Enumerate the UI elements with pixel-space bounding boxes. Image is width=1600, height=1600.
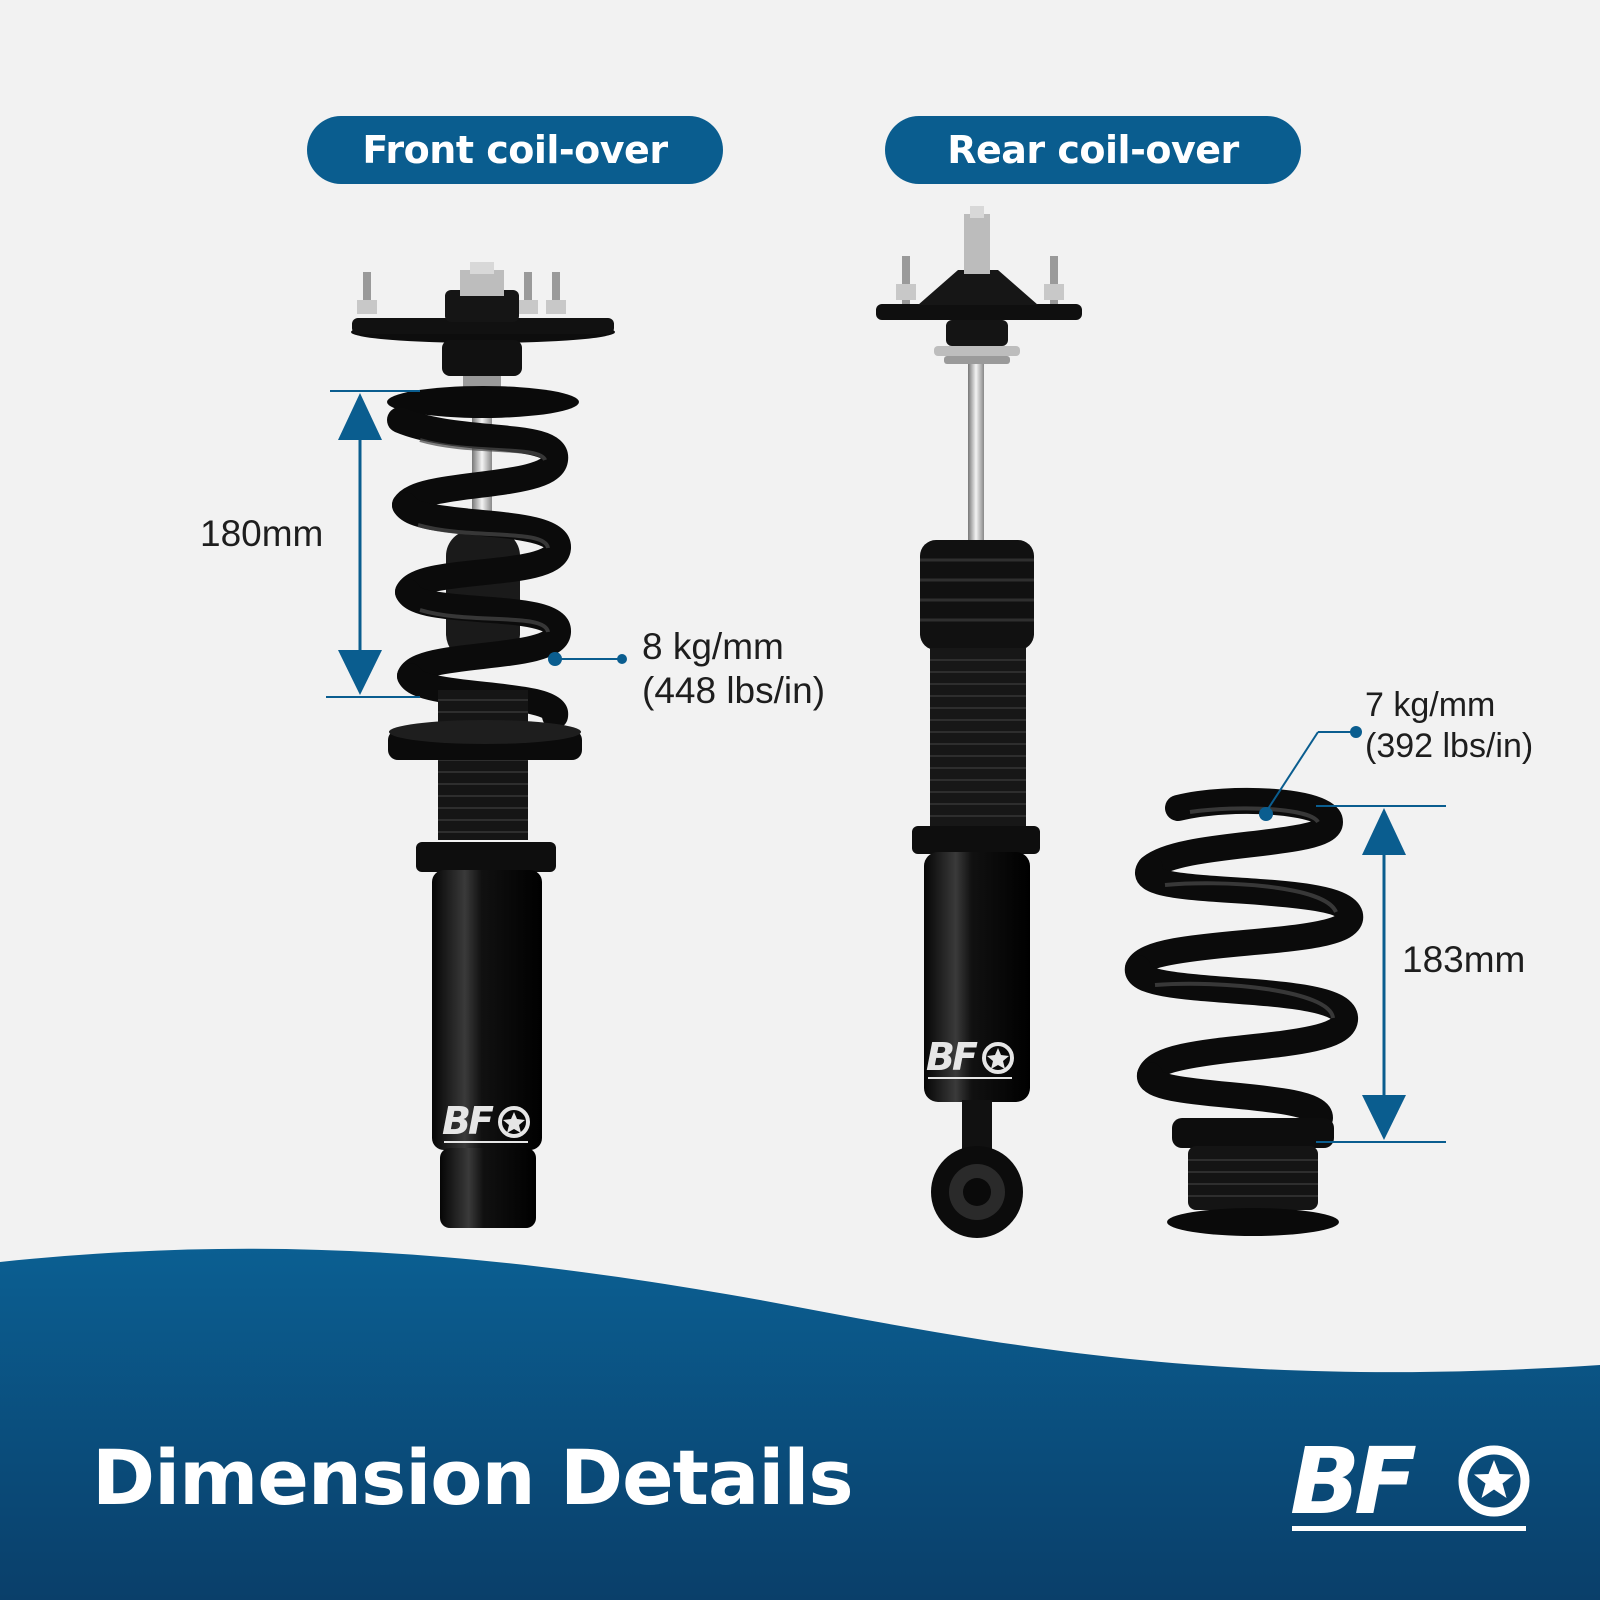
front-rate-leader: [548, 652, 627, 666]
rear-spring: [1125, 787, 1363, 1236]
footer-title: Dimension Details: [92, 1433, 854, 1522]
rear-spring-rate-kg: 7 kg/mm: [1365, 686, 1496, 724]
front-spring-height-label: 180mm: [200, 513, 324, 554]
rear-spring-rate-lbs: (392 lbs/in): [1365, 726, 1534, 765]
brand-logo-letters: BF: [1290, 1428, 1417, 1535]
rear-shock: BF: [876, 206, 1082, 1238]
rear-rate-leader: [1259, 726, 1362, 821]
brand-logo-underline: [1292, 1526, 1526, 1531]
rear-height-dimension: [1316, 805, 1446, 1143]
front-height-dimension: [326, 390, 420, 698]
rear-coilover-header: Rear coil-over: [885, 116, 1301, 184]
front-spring-rate-kg: 8 kg/mm: [642, 626, 784, 667]
rear-spring-height-label: 183mm: [1402, 939, 1526, 980]
svg-text:BF: BF: [442, 1099, 494, 1143]
front-spring-rate-lbs: (448 lbs/in): [642, 670, 826, 712]
front-coilover-header: Front coil-over: [307, 116, 723, 184]
footer-wave: [0, 1248, 1600, 1600]
front-spring-rate-label: 8 kg/mm (448 lbs/in): [642, 625, 825, 714]
star-badge-icon: [1458, 1445, 1530, 1517]
front-coilover: BF: [351, 262, 615, 1228]
brand-logo: BF: [1290, 1432, 1540, 1532]
svg-text:BF: BF: [926, 1035, 978, 1079]
rear-spring-rate-label: 7 kg/mm (392 lbs/in): [1365, 685, 1533, 767]
